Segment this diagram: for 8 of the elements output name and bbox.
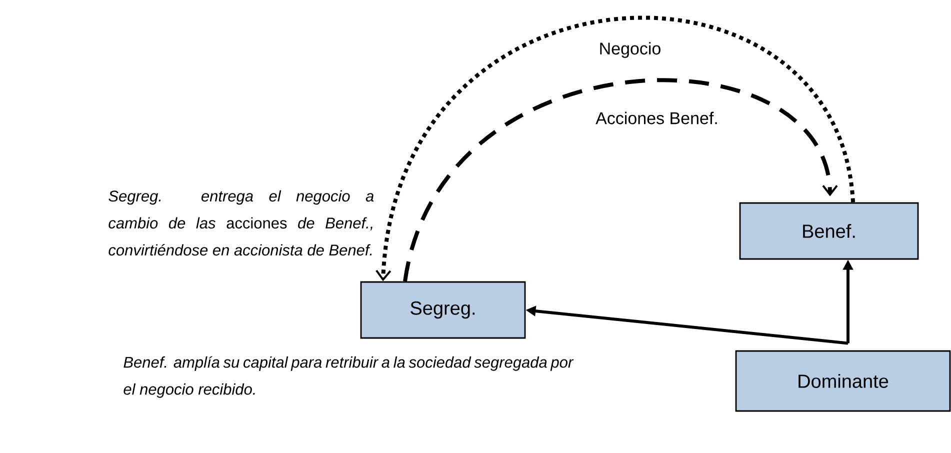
process-box: Benef.: [739, 202, 919, 260]
edge-label: Negocio: [596, 40, 664, 60]
note-text: Segreg. entrega el negocio a cambio de las acciones de Benef., convirtiéndose en accionista de Benef.: [108, 190, 374, 256]
arrow: [403, 78, 838, 282]
process-box: Dominante: [735, 350, 951, 412]
note-text: Benef. amplía su capital para retribuir a la sociedad segregada por el negocio recibido.: [124, 356, 574, 398]
process-box: Segreg.: [360, 281, 526, 339]
edge-label: Acciones Benef.: [594, 110, 720, 126]
